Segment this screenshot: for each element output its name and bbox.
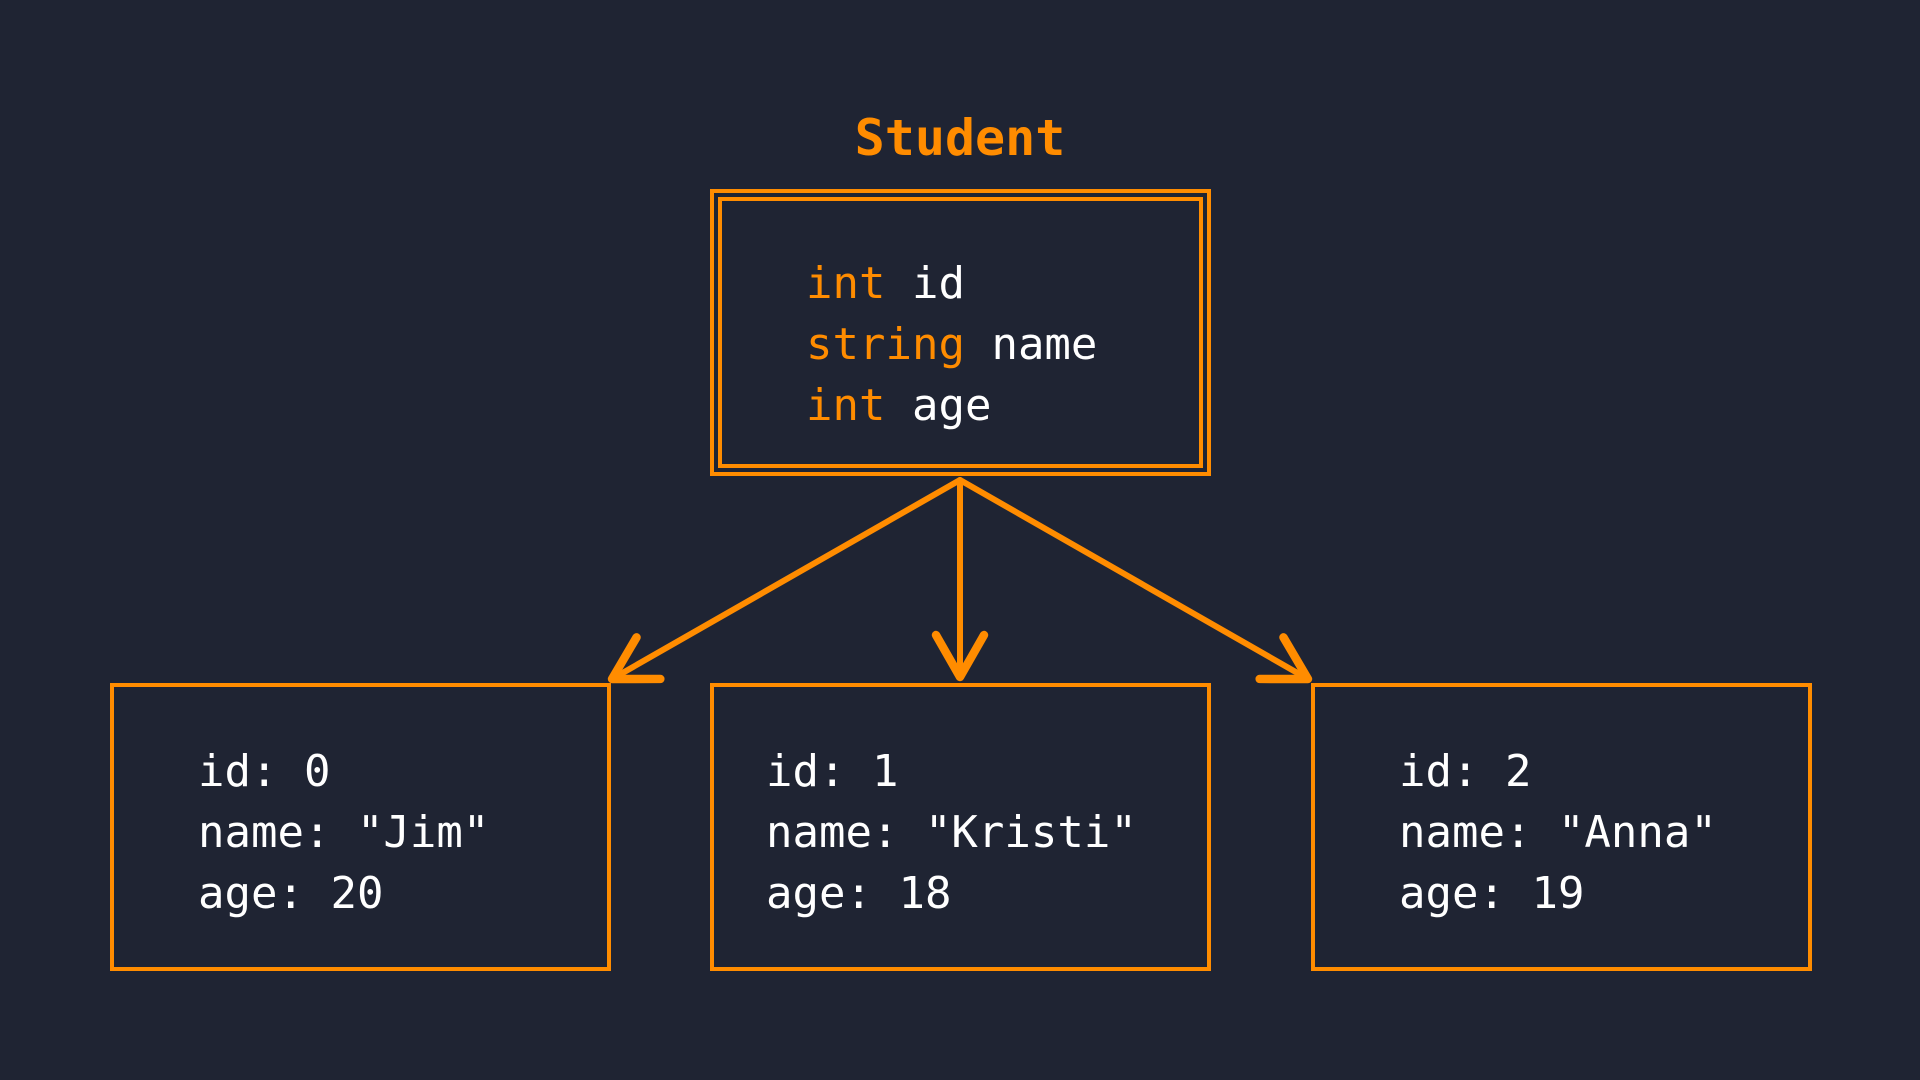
instance-id: id: 1 [766,746,899,797]
field-name: name [991,319,1098,370]
field-type: string [806,319,965,370]
class-title: Student [854,109,1066,167]
field-type: int [806,380,886,431]
instance-box-3: id: 2 name: "Anna" age: 19 [1311,683,1812,971]
instance-name: name: "Kristi" [766,807,1137,858]
instance-id: id: 0 [198,746,331,797]
instance-name: name: "Jim" [198,807,490,858]
class-fields: int id string name int age [806,253,1097,436]
instance-age: age: 18 [766,868,952,919]
instance-box-2: id: 1 name: "Kristi" age: 18 [710,683,1211,971]
instance-box-1: id: 0 name: "Jim" age: 20 [110,683,611,971]
field-name: id [911,258,965,309]
instance-age: age: 19 [1399,868,1585,919]
instance-name: name: "Anna" [1399,807,1717,858]
field-name: age [911,380,992,431]
class-field-name: string name [806,314,1097,375]
field-type: int [806,258,886,309]
class-field-id: int id [806,253,1097,314]
class-field-age: int age [806,375,1097,436]
instance-id: id: 2 [1399,746,1532,797]
instance-values: id: 1 name: "Kristi" age: 18 [766,741,1137,924]
instance-age: age: 20 [198,868,384,919]
instance-values: id: 0 name: "Jim" age: 20 [198,741,489,924]
instance-values: id: 2 name: "Anna" age: 19 [1399,741,1717,924]
arrow-to-instance-3 [957,477,1313,684]
class-definition-box: int id string name int age [710,189,1211,476]
arrow-to-instance-1 [607,477,963,684]
